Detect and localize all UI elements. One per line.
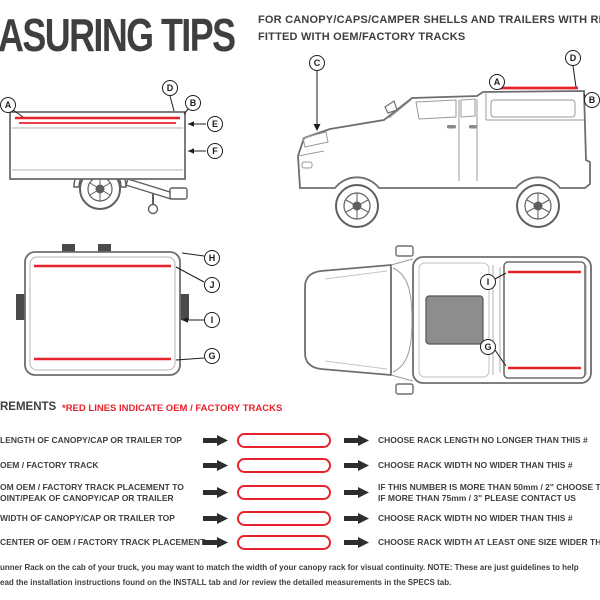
measure-value-pill — [237, 511, 331, 526]
measure-value-pill — [237, 535, 331, 550]
measure-row-3-result-line-1: IF THIS NUMBER IS MORE THAN 50mm / 2" CH… — [378, 482, 600, 492]
subtitle-line-1: FOR CANOPY/CAPS/CAMPER SHELLS AND TRAILE… — [258, 14, 600, 26]
arrow-right-icon — [203, 512, 229, 525]
trailer-top-callout-j: J — [204, 277, 220, 293]
oem-track-lines — [34, 264, 171, 361]
truck-side-callout-c: C — [309, 55, 325, 71]
measure-row-3-result-line-2: IF MORE THAN 75mm / 3" PLEASE CONTACT US — [378, 493, 576, 503]
measurements-heading: REMENTS — [0, 401, 57, 413]
footnote-line-2: ead the installation instructions found … — [0, 578, 452, 587]
footnote: unner Rack on the cab of your truck, you… — [0, 560, 579, 590]
measure-row-2-result: CHOOSE RACK WIDTH NO WIDER THAN THIS # — [378, 460, 573, 470]
arrow-right-icon — [344, 486, 370, 499]
measure-value-pill — [237, 433, 331, 448]
arrow-right-icon — [203, 459, 229, 472]
arrow-right-icon — [203, 434, 229, 447]
sunroof — [425, 295, 484, 345]
arrow-right-icon — [344, 459, 370, 472]
trailer-top-body — [24, 251, 181, 376]
mirror-top — [395, 245, 414, 257]
trailer-drawbar — [125, 178, 188, 215]
measure-row-1-label: LENGTH OF CANOPY/CAP OR TRAILER TOP — [0, 435, 182, 445]
page-subtitle: FOR CANOPY/CAPS/CAMPER SHELLS AND TRAILE… — [258, 12, 600, 46]
truck-top-callout-g: G — [480, 339, 496, 355]
trailer-side-callout-e: E — [207, 116, 223, 132]
truck-body — [297, 90, 591, 189]
measure-row-3-label: OM OEM / FACTORY TRACK PLACEMENT TO OINT… — [0, 482, 184, 504]
oem-track-lines — [508, 270, 581, 370]
arrow-right-icon — [344, 434, 370, 447]
footnote-line-1: unner Rack on the cab of your truck, you… — [0, 563, 579, 572]
truck-canopy — [485, 92, 584, 121]
cab-roof-outline — [418, 262, 490, 378]
trailer-top-tab — [98, 244, 111, 252]
trailer-box — [9, 111, 186, 180]
trailer-side-view-illustration — [9, 95, 206, 215]
measure-value-pill — [237, 458, 331, 473]
arrow-right-icon — [344, 512, 370, 525]
trailer-top-inner-rim — [29, 256, 176, 371]
subtitle-line-2: FITTED WITH OEM/FACTORY TRACKS — [258, 31, 466, 43]
trailer-side-callout-b: B — [185, 95, 201, 111]
measure-row-5-result: CHOOSE RACK WIDTH AT LEAST ONE SIZE WIDE… — [378, 537, 600, 547]
measure-row-4-result: CHOOSE RACK WIDTH NO WIDER THAN THIS # — [378, 513, 573, 523]
trailer-side-callout-f: F — [207, 143, 223, 159]
trailer-side-callout-d: D — [162, 80, 178, 96]
trailer-top-callout-i: I — [204, 312, 220, 328]
measure-value-pill — [237, 485, 331, 500]
callout-leader-lines — [494, 272, 507, 367]
truck-side-callout-d: D — [565, 50, 581, 66]
measure-row-4-label: WIDTH OF CANOPY/CAP OR TRAILER TOP — [0, 513, 175, 523]
truck-side-callout-a: A — [489, 74, 505, 90]
trailer-top-tab — [62, 244, 75, 252]
truck-hood — [304, 264, 392, 376]
callout-leader-lines — [175, 252, 205, 361]
measure-row-5-label: CENTER OF OEM / FACTORY TRACK PLACEMENT — [0, 537, 206, 547]
measure-row-3-result: IF THIS NUMBER IS MORE THAN 50mm / 2" CH… — [378, 482, 600, 504]
red-lines-legend: *RED LINES INDICATE OEM / FACTORY TRACKS — [62, 403, 283, 414]
arrow-right-icon — [203, 536, 229, 549]
mirror-bottom — [395, 383, 414, 395]
windshield — [390, 258, 414, 382]
canopy-top — [503, 261, 586, 379]
truck-top-view-illustration — [304, 245, 592, 395]
truck-side-callout-b: B — [584, 92, 600, 108]
truck-wheels — [335, 184, 560, 228]
trailer-side-callout-a: A — [0, 97, 16, 113]
truck-side-view-illustration — [297, 65, 591, 228]
measure-row-1-result: CHOOSE RACK LENGTH NO LONGER THAN THIS # — [378, 435, 588, 445]
trailer-top-view-illustration — [16, 244, 205, 376]
measure-row-3-label-line-1: OM OEM / FACTORY TRACK PLACEMENT TO — [0, 482, 184, 492]
measure-row-3-label-line-2: OINT/PEAK OF CANOPY/CAP OR TRAILER — [0, 493, 174, 503]
arrow-right-icon — [344, 536, 370, 549]
page-title: ASURING TIPS — [0, 9, 236, 61]
trailer-fender-right — [180, 294, 189, 320]
arrow-right-icon — [203, 486, 229, 499]
measure-row-2-label: OEM / FACTORY TRACK — [0, 460, 99, 470]
truck-top-callout-i: I — [480, 274, 496, 290]
trailer-top-callout-h: H — [204, 250, 220, 266]
trailer-top-callout-g: G — [204, 348, 220, 364]
oem-track-lines — [15, 116, 180, 124]
trailer-fender-left — [16, 294, 25, 320]
callout-leader-lines — [12, 95, 206, 154]
